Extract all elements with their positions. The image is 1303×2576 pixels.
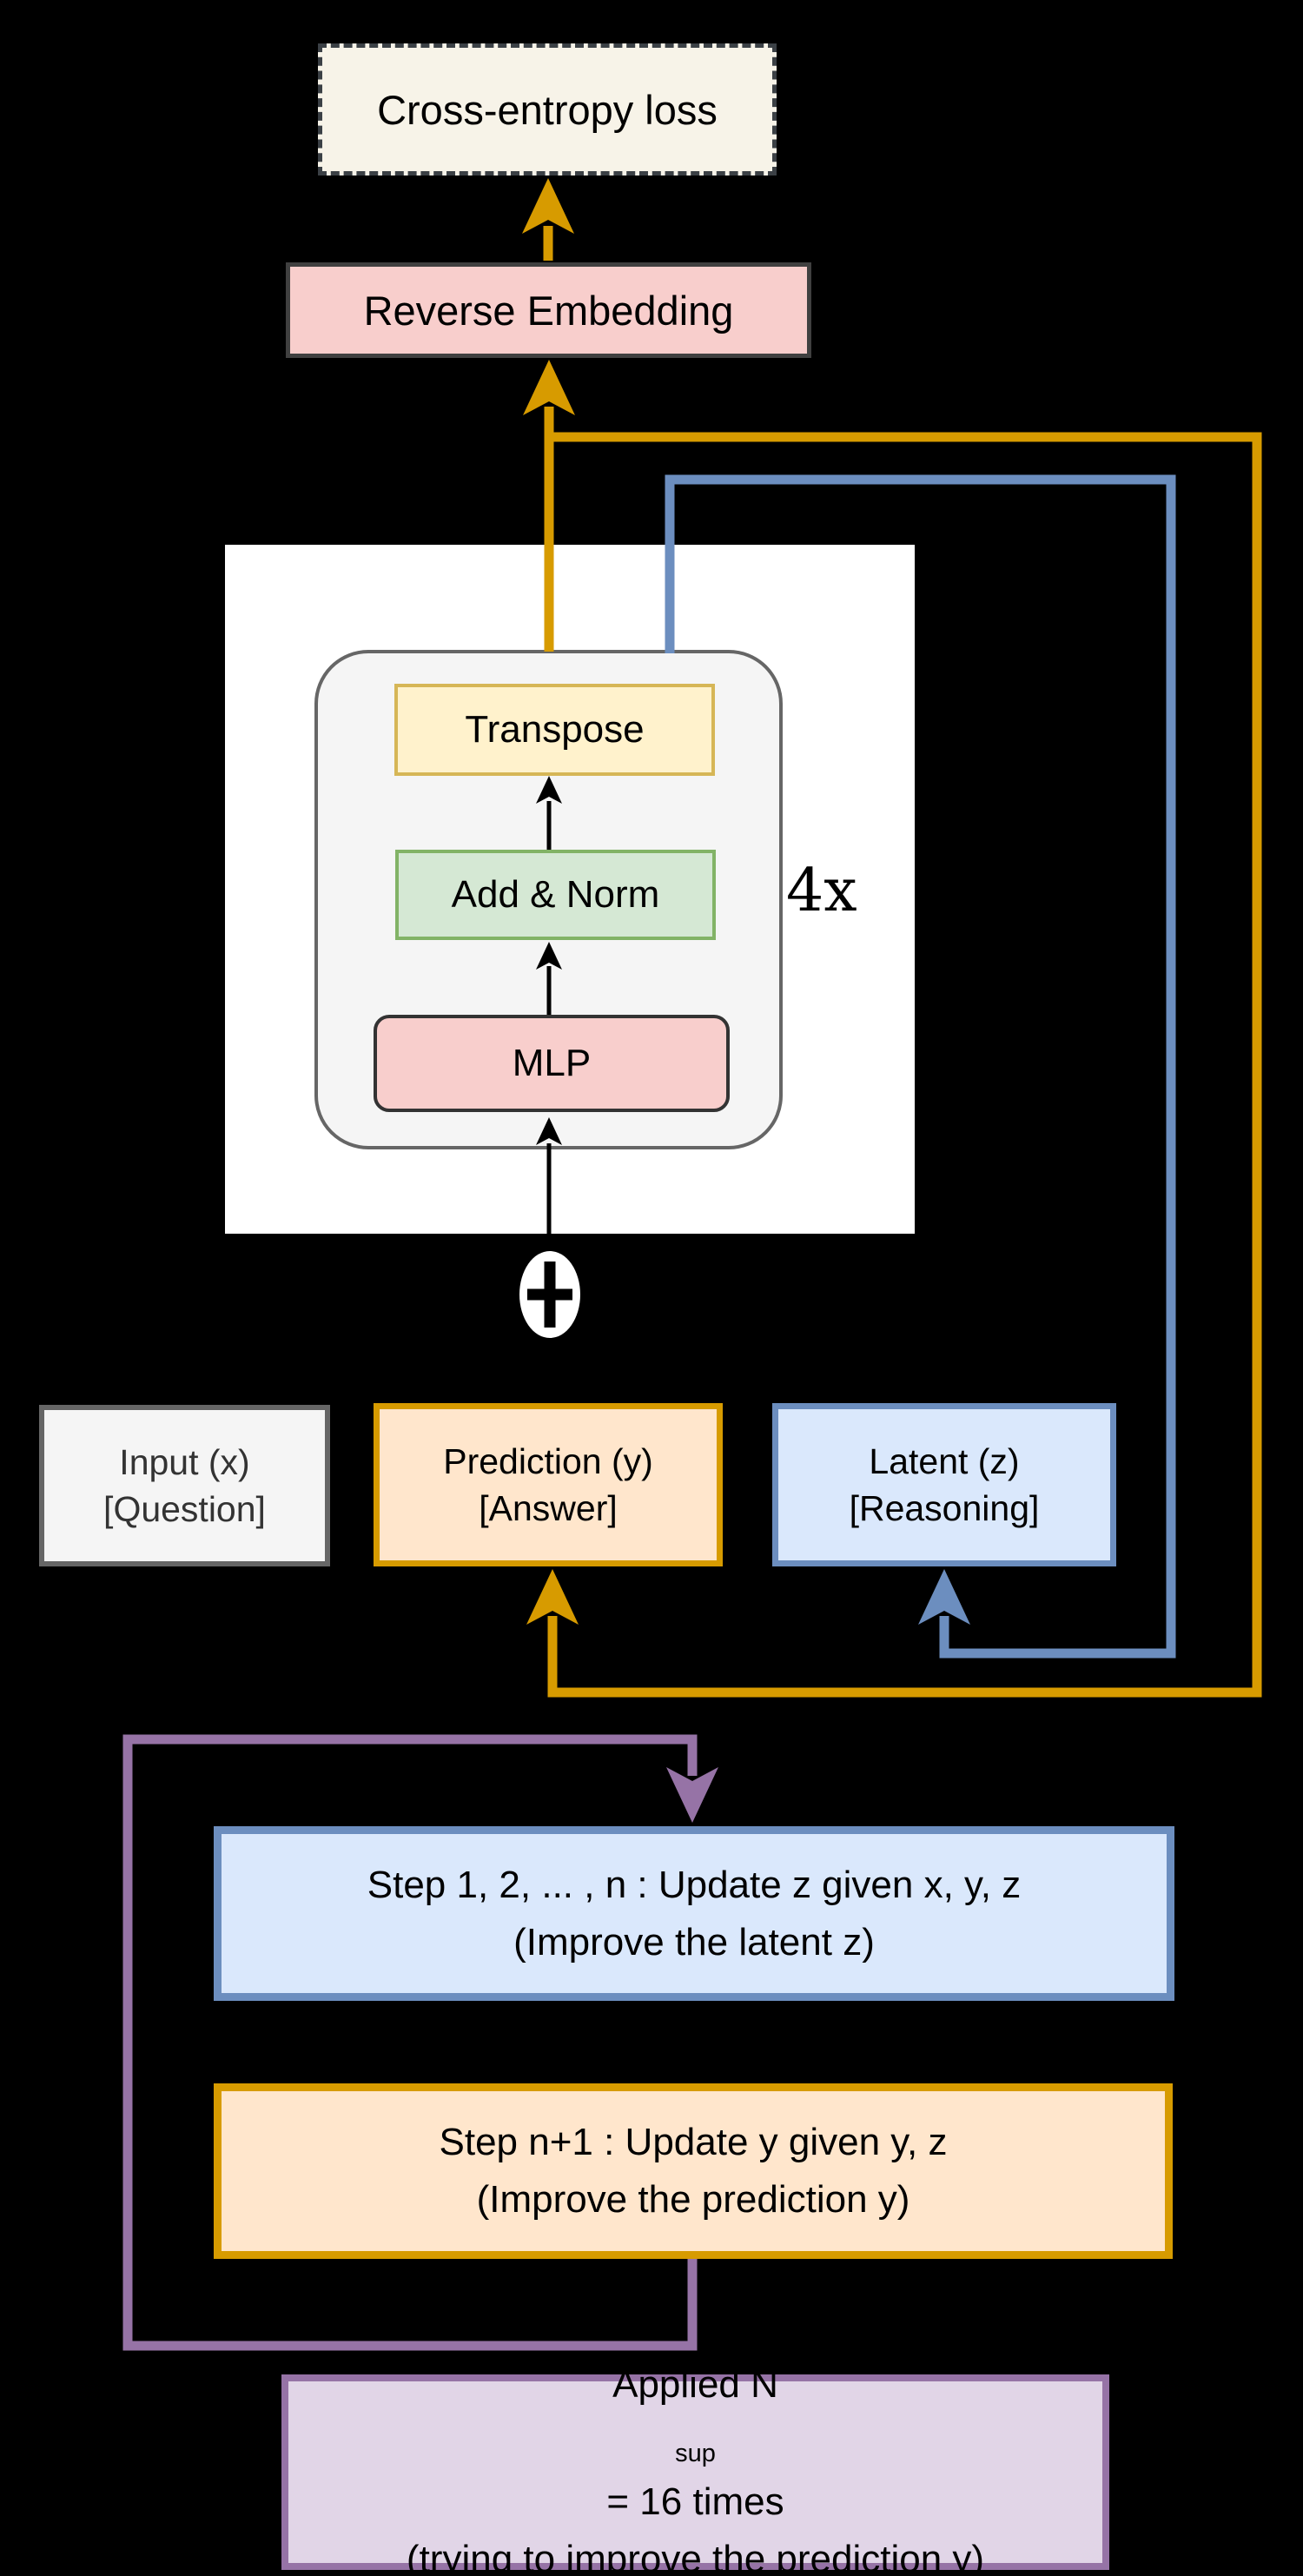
step-update-z-box: Step 1, 2, ... , n : Update z given x, y… (214, 1826, 1174, 2001)
latent-z-box: Latent (z) [Reasoning] (772, 1403, 1116, 1566)
gold-prediction-arrowhead (526, 1569, 579, 1625)
step-update-z-line1: Step 1, 2, ... , n : Update z given x, y… (367, 1863, 1022, 1906)
step-update-y-box: Step n+1 : Update y given y, z (Improve … (214, 2083, 1173, 2259)
latent-z-label-line2: [Reasoning] (849, 1488, 1040, 1528)
gold-re-arrowhead (523, 360, 575, 415)
prediction-y-label-line2: [Answer] (479, 1488, 618, 1528)
mlp-box: MLP (374, 1015, 730, 1112)
add-norm-label: Add & Norm (451, 873, 660, 916)
prediction-y-label-line1: Prediction (y) (443, 1440, 653, 1481)
reverse-embedding-box: Reverse Embedding (286, 262, 811, 358)
purple-stepz-arrowhead (666, 1767, 718, 1823)
step-update-y-line1: Step n+1 : Update y given y, z (439, 2121, 948, 2163)
input-x-label-line1: Input (x) (119, 1441, 250, 1482)
input-x-label-line2: [Question] (103, 1489, 266, 1529)
applied-nsup-suffix: = 16 times (606, 2480, 784, 2523)
applied-nsup-prefix: Applied N (612, 2363, 778, 2407)
applied-nsup-subscript: sup (675, 2440, 716, 2468)
applied-nsup-line1: Applied N sup = 16 times (606, 2356, 784, 2531)
reverse-embedding-label: Reverse Embedding (363, 287, 734, 334)
sum-plus-icon (519, 1251, 580, 1338)
blue-latent-arrowhead (918, 1569, 970, 1625)
applied-nsup-box: Applied N sup = 16 times (trying to impro… (281, 2363, 1109, 2576)
mlp-label: MLP (512, 1042, 592, 1084)
step-update-z-line2: (Improve the latent z) (513, 1920, 875, 1963)
transpose-box: Transpose (394, 684, 715, 776)
applied-nsup-line2: (trying to improve the prediction y) (406, 2537, 985, 2576)
prediction-y-box: Prediction (y) [Answer] (374, 1403, 723, 1566)
latent-z-label-line1: Latent (z) (869, 1440, 1020, 1481)
input-x-box: Input (x) [Question] (39, 1405, 330, 1566)
step-update-y-line2: (Improve the prediction y) (476, 2178, 910, 2221)
cross-entropy-loss-box: Cross-entropy loss (318, 43, 777, 175)
transpose-label: Transpose (465, 708, 645, 751)
cross-entropy-loss-label: Cross-entropy loss (377, 86, 718, 133)
add-norm-box: Add & Norm (395, 850, 716, 940)
sum-circle (519, 1251, 580, 1338)
gold-loss-arrowhead (522, 178, 574, 234)
repeat-4x-label: 4x (786, 856, 857, 925)
